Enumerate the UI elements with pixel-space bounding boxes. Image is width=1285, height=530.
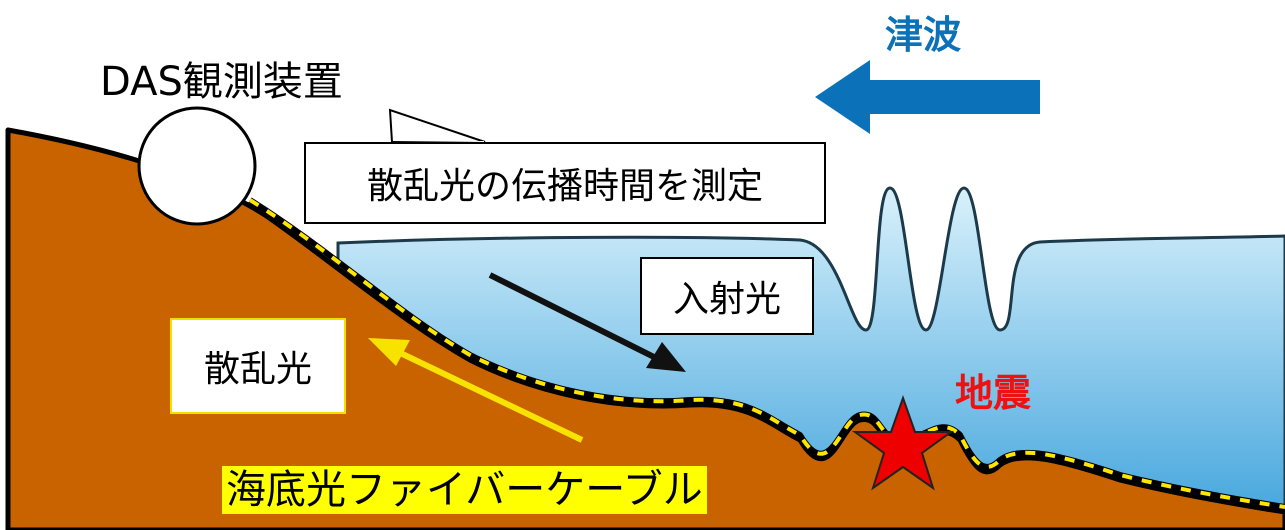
tsunami-label: 津波 [885,13,962,57]
incident-light-arrow [488,272,662,363]
measure-callout-text: 散乱光の伝播時間を測定 [366,166,763,207]
incident-light-label-box: 入射光 [640,257,814,335]
scattered-light-label-box: 散乱光 [170,318,346,414]
callout-tail [388,108,486,143]
earthquake-label: 地震 [955,371,1032,415]
left-arrow-icon [815,60,1040,134]
incident-light-label: 入射光 [672,279,781,320]
seabed-ground [5,127,1285,530]
scattered-light-arrowhead [368,338,410,366]
device-label: DAS観測装置 [100,59,343,105]
star-icon [851,394,955,491]
scattered-light-arrow [390,346,584,443]
measure-callout: 散乱光の伝播時間を測定 [304,142,826,224]
scattered-light-label: 散乱光 [203,349,312,390]
cable-label: 海底光ファイバーケーブル [222,466,707,514]
circle-icon [137,106,257,226]
fiber-cable-dashes [248,198,1285,509]
incident-light-arrowhead [646,342,686,372]
